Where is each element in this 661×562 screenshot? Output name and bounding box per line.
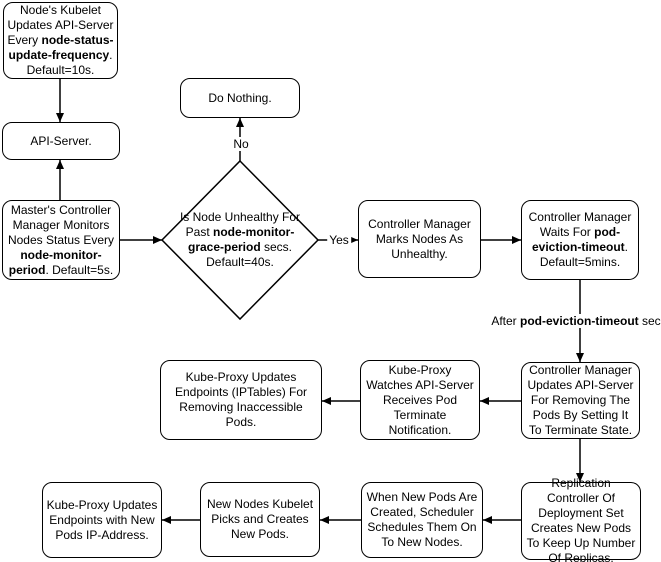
node-new-nodes-kubelet-label: New Nodes Kubelet Picks and Creates New … xyxy=(206,497,314,541)
node-kubeproxy-watches-label: Kube-Proxy Watches API-Server Receives P… xyxy=(366,362,474,437)
node-kubelet-update-frequency-label: Node's Kubelet Updates API-Server Every … xyxy=(7,3,114,77)
node-waits-eviction-timeout: Controller Manager Waits For pod-evictio… xyxy=(521,200,639,280)
node-scheduler-new-nodes-label: When New Pods Are Created, Scheduler Sch… xyxy=(366,490,478,549)
node-marks-unhealthy-label: Controller Manager Marks Nodes As Unheal… xyxy=(368,216,471,261)
edge-label-yes: Yes xyxy=(327,233,351,247)
node-marks-unhealthy: Controller Manager Marks Nodes As Unheal… xyxy=(358,200,481,278)
node-do-nothing-label: Do Nothing. xyxy=(208,90,272,105)
edge-label-after-eviction-timeout: After pod-eviction-timeout secs xyxy=(489,314,661,328)
node-scheduler-new-nodes: When New Pods Are Created, Scheduler Sch… xyxy=(361,482,483,558)
node-master-controller-monitor: Master's Controller Manager Monitors Nod… xyxy=(2,200,120,280)
node-waits-eviction-timeout-label: Controller Manager Waits For pod-evictio… xyxy=(528,210,632,269)
node-kubeproxy-new-ip-label: Kube-Proxy Updates Endpoints with New Po… xyxy=(46,497,158,542)
node-replication-controller-label: Replication Controller Of Deployment Set… xyxy=(526,476,636,562)
node-kubeproxy-new-ip: Kube-Proxy Updates Endpoints with New Po… xyxy=(42,482,162,558)
node-decision-unhealthy: Is Node Unhealthy For Past node-monitor-… xyxy=(168,196,312,284)
node-updates-terminate-state-label: Controller Manager Updates API-Server Fo… xyxy=(527,363,634,437)
node-replication-controller: Replication Controller Of Deployment Set… xyxy=(521,476,641,562)
node-kubelet-update-frequency: Node's Kubelet Updates API-Server Every … xyxy=(3,2,118,79)
node-decision-unhealthy-label: Is Node Unhealthy For Past node-monitor-… xyxy=(179,210,301,269)
decision-diamond-shape xyxy=(160,159,320,321)
edge-label-no: No xyxy=(231,137,251,151)
node-updates-terminate-state: Controller Manager Updates API-Server Fo… xyxy=(521,362,640,439)
node-new-nodes-kubelet: New Nodes Kubelet Picks and Creates New … xyxy=(200,482,320,557)
node-do-nothing: Do Nothing. xyxy=(180,78,300,118)
node-kubeproxy-watches: Kube-Proxy Watches API-Server Receives P… xyxy=(360,360,480,440)
node-api-server-label: API-Server. xyxy=(30,133,92,148)
node-api-server: API-Server. xyxy=(2,122,120,160)
node-kubeproxy-iptables-label: Kube-Proxy Updates Endpoints (IPTables) … xyxy=(174,370,308,429)
node-kubeproxy-iptables: Kube-Proxy Updates Endpoints (IPTables) … xyxy=(160,360,322,440)
node-master-controller-monitor-label: Master's Controller Manager Monitors Nod… xyxy=(7,202,115,277)
